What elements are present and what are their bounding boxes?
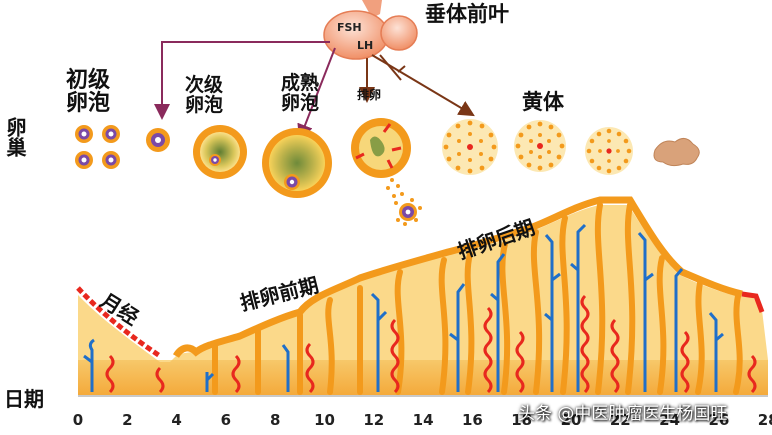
- pituitary-label: 垂体前叶: [425, 2, 509, 26]
- fsh-arrows: [154, 41, 336, 141]
- endometrium: [76, 196, 768, 396]
- corpus-luteum-stages: [442, 119, 700, 175]
- date-axis-label: 日期: [4, 387, 44, 411]
- date-tick-20: 20: [560, 411, 582, 429]
- date-tick-22: 22: [609, 411, 631, 429]
- primary-follicles: [75, 125, 170, 169]
- date-tick-14: 14: [412, 411, 434, 429]
- watermark: 头条 @中医肿瘤医生杨国旺: [518, 404, 728, 424]
- mature-follicle: [262, 128, 332, 198]
- mature-follicle-label: 成熟卵泡: [281, 72, 320, 114]
- fsh-label: FSH: [337, 21, 362, 34]
- date-tick-8: 8: [269, 411, 281, 429]
- primary-follicle-label: 初级卵泡: [66, 68, 111, 117]
- ovulating-follicle: [351, 118, 422, 226]
- date-tick-24: 24: [659, 411, 681, 429]
- secondary-follicle-label: 次级卵泡: [185, 74, 224, 116]
- date-tick-28: 28: [757, 411, 772, 429]
- date-tick-0: 0: [72, 411, 84, 429]
- date-tick-4: 4: [171, 411, 182, 429]
- lh-label: LH: [357, 39, 374, 52]
- date-tick-10: 10: [314, 411, 335, 429]
- ovulation-label: 排卵: [357, 88, 382, 102]
- corpus-luteum-label: 黄体: [522, 90, 564, 114]
- lh-arrows: [359, 54, 475, 117]
- date-tick-2: 2: [122, 411, 133, 429]
- date-tick-16: 16: [461, 411, 483, 429]
- date-tick-26: 26: [708, 411, 730, 429]
- date-tick-12: 12: [363, 411, 385, 429]
- pituitary-gland: [323, 0, 418, 60]
- secondary-follicle: [193, 125, 247, 179]
- ovary-label: 卵巢: [3, 117, 27, 157]
- date-tick-18: 18: [511, 411, 533, 429]
- date-tick-6: 6: [220, 411, 232, 429]
